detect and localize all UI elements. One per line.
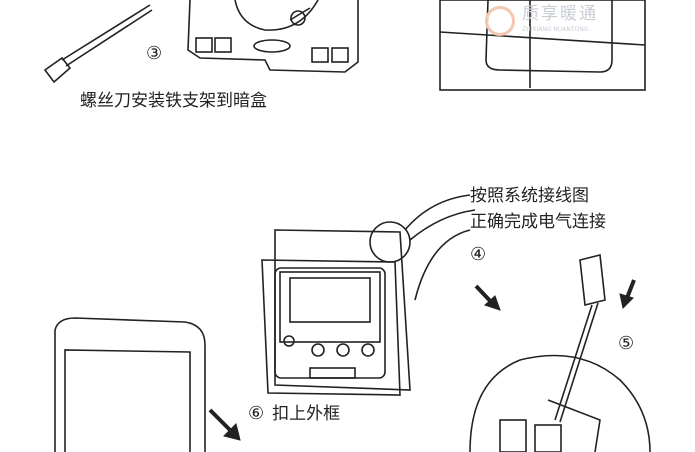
thermostat-illustration [261,194,476,396]
step6-number: ⑥ [248,403,265,424]
step5-number: ⑤ [618,333,635,354]
arrows [208,279,636,441]
arrow-step6 [208,408,234,434]
terminal-closeup-illustration [469,354,651,452]
step6-caption: 扣上外框 [272,404,341,424]
step4-caption-line2: 正确完成电气连接 [470,212,606,232]
step4-number: ④ [470,244,487,265]
screwdriver-illustration-step3 [43,4,153,84]
arrow-step6-head [223,423,241,441]
watermark-name-cn: 质享暖通 [522,4,598,24]
watermark-logo [485,6,515,36]
mounting-bracket-illustration [187,0,359,73]
step6-label: ⑥ 扣上外框 [248,403,341,425]
wall-box-illustration [439,0,646,91]
arrow-step4-head [484,295,501,311]
cover-frame-illustration [54,317,206,452]
step3-caption: 螺丝刀安装铁支架到暗盒 [80,91,267,111]
step4-caption-line1: 按照系统接线图 [470,186,589,206]
arrow-step5-head [619,293,634,310]
watermark-name-en: ZHIXIANG NUANTONG [522,26,589,33]
step3-number: ③ [146,43,163,64]
step4-caption: 按照系统接线图 正确完成电气连接 [470,186,606,232]
screwdriver-illustration-step5 [554,254,606,423]
watermark-text: 质享暖通 ZHIXIANG NUANTONG [522,4,598,33]
arrow-step5 [625,279,636,299]
